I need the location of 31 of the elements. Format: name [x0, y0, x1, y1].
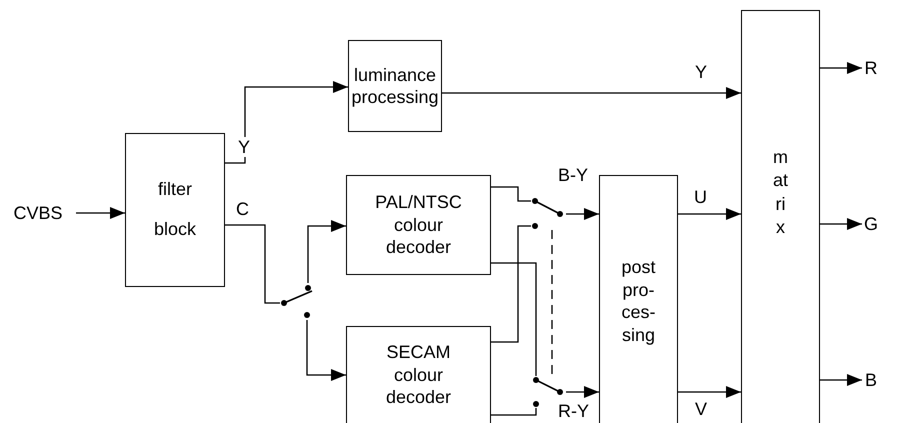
edge-label: Y [236, 137, 252, 157]
process-block [348, 40, 442, 132]
signal-label: G [862, 212, 880, 236]
block-label: post pro- ces- sing [620, 256, 657, 346]
arrow [307, 220, 346, 283]
arrow [442, 87, 741, 99]
block-label: SECAM colour decoder [384, 341, 452, 409]
process-block [346, 326, 491, 423]
switch-symbol [531, 197, 566, 230]
ganged-switch-link [551, 230, 553, 376]
signal-label: R [862, 56, 880, 80]
block-label: filter block [152, 178, 198, 241]
arrow [820, 62, 862, 74]
arrow [820, 218, 862, 230]
block-label: matrix [773, 146, 788, 240]
signal-label: B [862, 368, 880, 392]
signal-label: CVBS [0, 201, 76, 225]
block-label: PAL/NTSC colour decoder [374, 191, 463, 259]
arrow [76, 207, 125, 219]
arrow [566, 386, 599, 398]
process-block [125, 133, 225, 287]
arrow [566, 208, 599, 220]
block-label: luminance processing [350, 64, 440, 108]
matrix-block [741, 10, 820, 423]
arrow [306, 320, 346, 381]
arrow [820, 374, 862, 386]
process-block [599, 175, 678, 423]
arrow [678, 208, 741, 220]
arrow [678, 386, 741, 398]
arrow [225, 81, 348, 164]
process-block [346, 175, 491, 275]
